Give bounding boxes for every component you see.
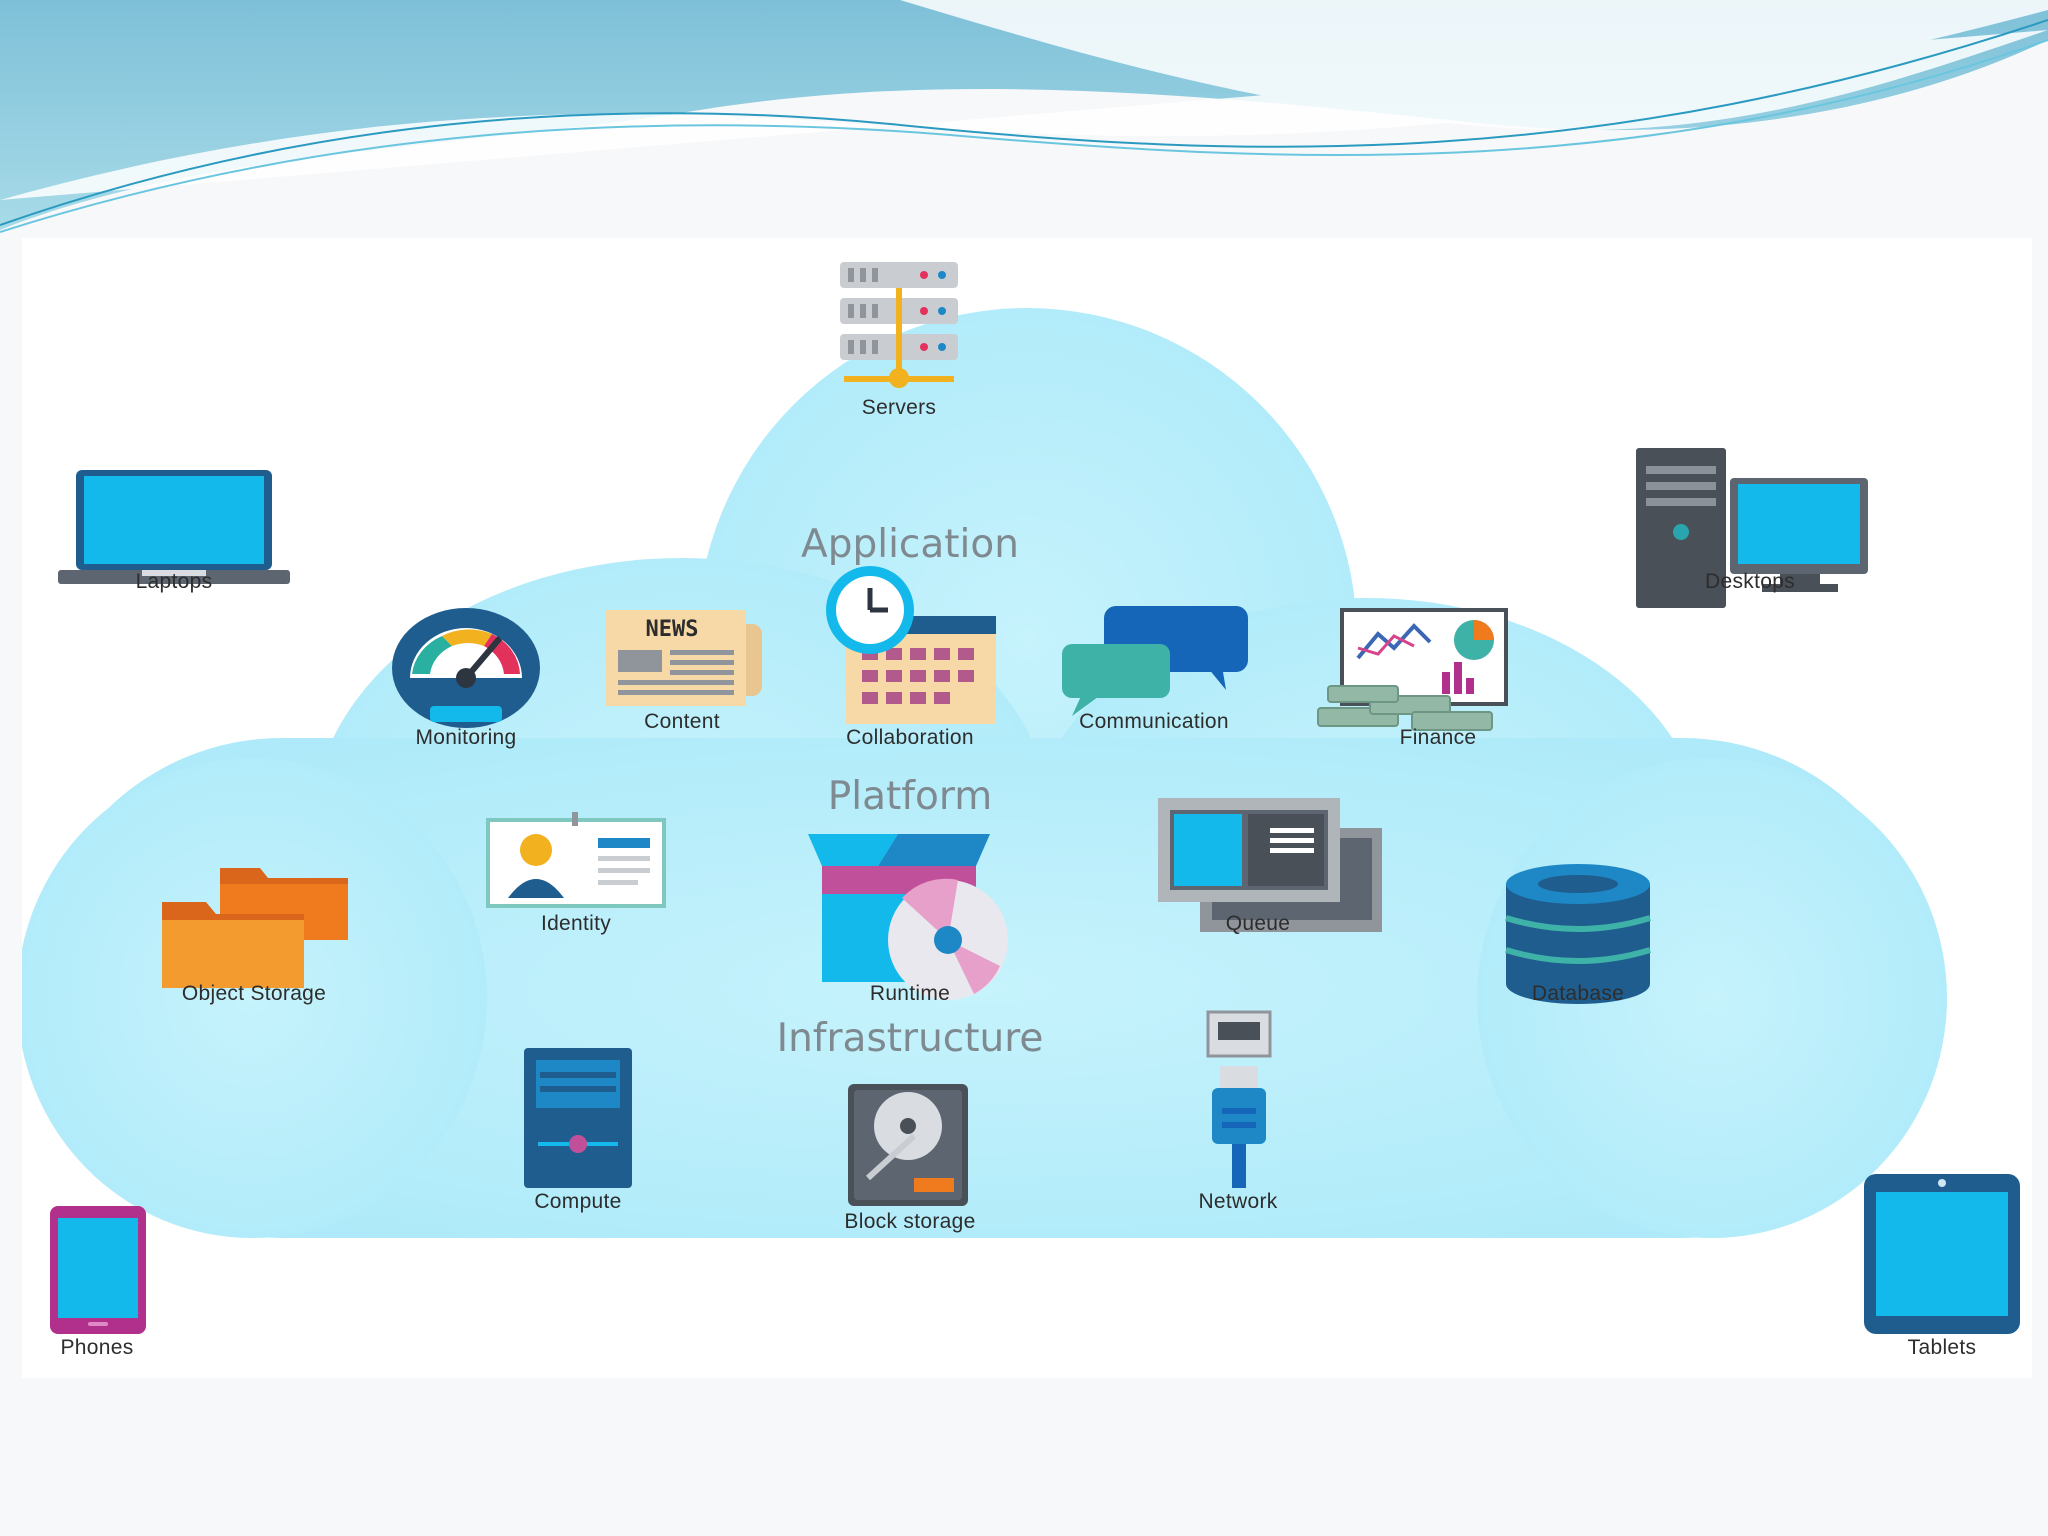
label-servers: Servers (861, 396, 937, 419)
tablet-icon (1864, 1174, 2020, 1334)
label-tablets: Tablets (1907, 1336, 1977, 1359)
label-finance: Finance (1399, 726, 1477, 749)
label-collaboration: Collaboration (846, 726, 974, 749)
runtime-package-disc-icon (808, 834, 1008, 1000)
label-laptops: Laptops (135, 570, 213, 593)
label-network: Network (1198, 1190, 1278, 1213)
monitoring-gauge-icon (392, 608, 540, 728)
collaboration-calendar-icon (826, 566, 996, 724)
section-title-platform: Platform (827, 774, 993, 819)
label-identity: Identity (540, 912, 612, 935)
network-cable-icon (1206, 1010, 1272, 1188)
block-storage-hdd-icon (848, 1084, 968, 1206)
label-database: Database (1531, 982, 1625, 1005)
label-desktops: Desktops (1705, 570, 1795, 593)
label-communication: Communication (1079, 710, 1229, 733)
queue-windows-icon (1158, 798, 1382, 932)
header-wave-decoration (0, 0, 2048, 233)
compute-server-icon (524, 1048, 632, 1188)
diagram-panel: NEWS (22, 238, 2032, 1378)
label-monitoring: Monitoring (415, 726, 517, 749)
desktop-icon (1636, 448, 1868, 608)
cloud-shape (22, 308, 1947, 1238)
servers-icon (840, 262, 958, 388)
cloud-architecture-diagram: NEWS (22, 262, 2020, 1334)
news-content-icon: NEWS (606, 610, 762, 706)
label-runtime: Runtime (869, 982, 951, 1005)
communication-chat-icon (1062, 606, 1248, 716)
database-icon (1505, 864, 1651, 1004)
identity-card-icon (486, 812, 666, 908)
phone-icon (50, 1206, 146, 1334)
object-storage-folders-icon (162, 868, 348, 988)
label-content: Content (644, 710, 720, 733)
laptop-icon (58, 470, 290, 584)
news-icon-text: NEWS (646, 617, 699, 642)
label-block-storage: Block storage (844, 1210, 976, 1233)
section-title-application: Application (801, 522, 1019, 567)
label-object-storage: Object Storage (181, 982, 327, 1005)
label-compute: Compute (534, 1190, 622, 1213)
section-title-infrastructure: Infrastructure (776, 1016, 1044, 1061)
finance-chart-money-icon (1317, 608, 1508, 731)
label-queue: Queue (1225, 912, 1291, 935)
label-phones: Phones (60, 1336, 134, 1359)
